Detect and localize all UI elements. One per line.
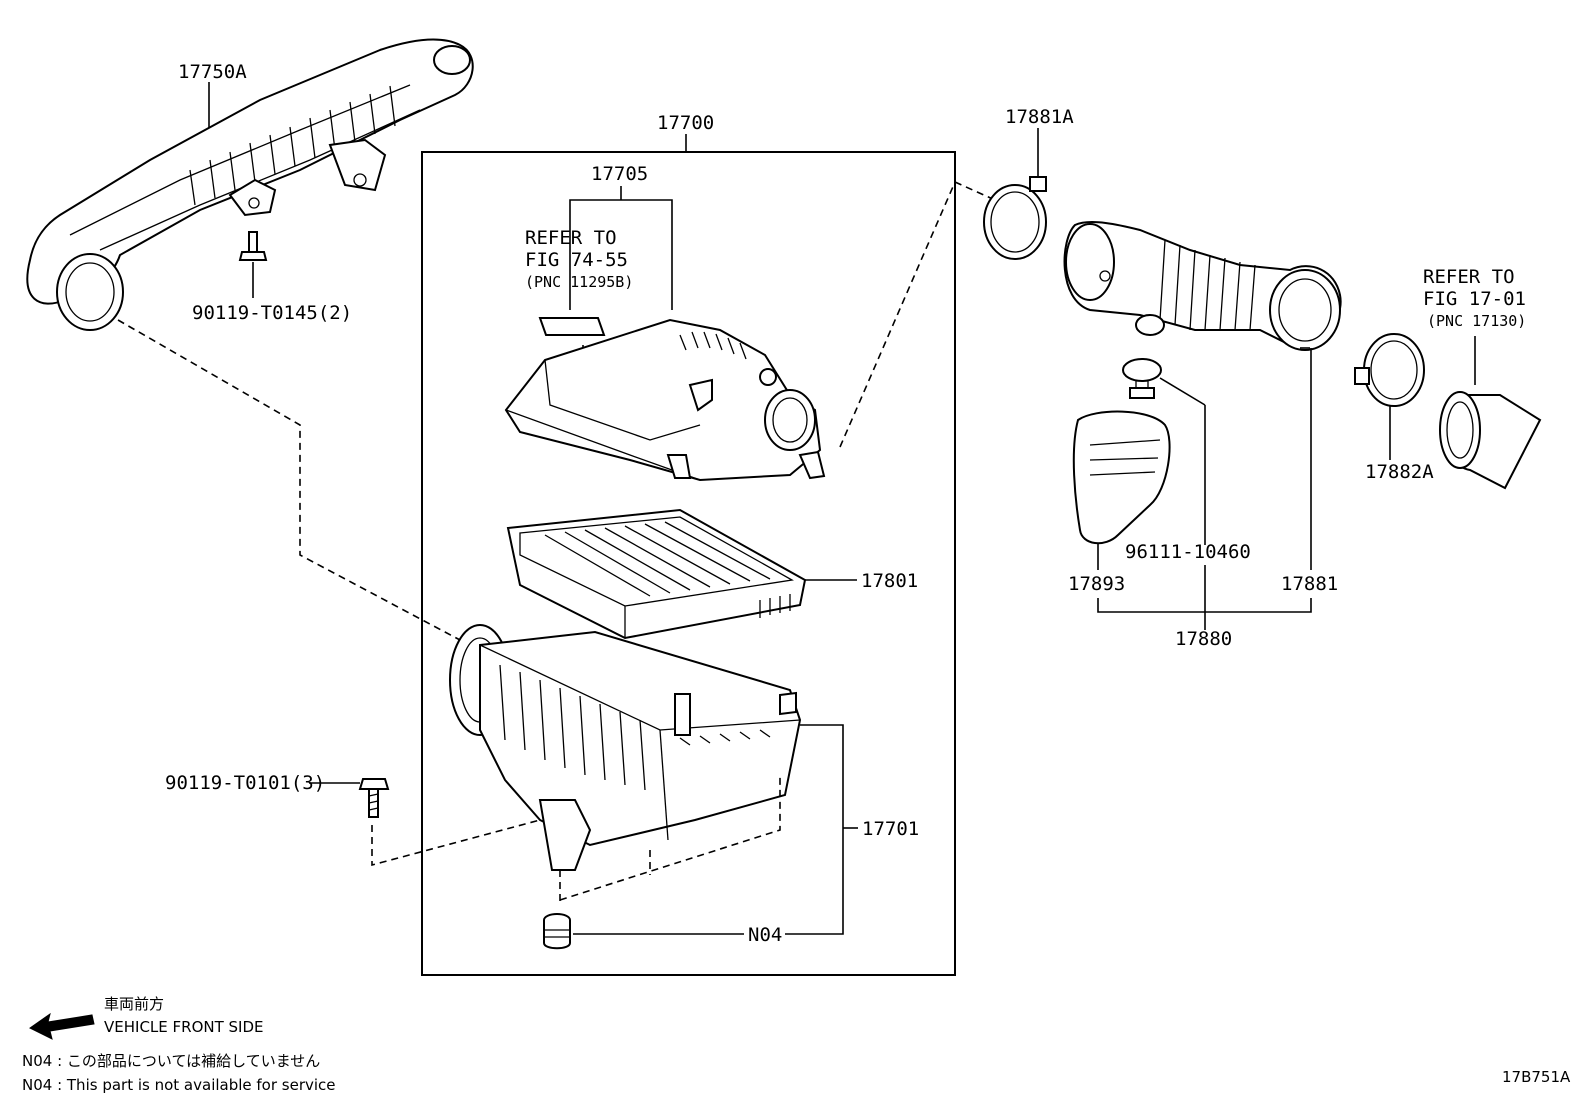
direction-jp: 車両前方	[104, 995, 164, 1013]
direction-en: VEHICLE FRONT SIDE	[104, 1018, 264, 1036]
cushion-n04[interactable]	[543, 913, 571, 950]
label-17750a: 17750A	[178, 61, 247, 83]
refer-right-line2: FIG 17-01	[1423, 288, 1526, 310]
refer-right-line3: (PNC 17130)	[1427, 312, 1526, 330]
note-en: N04 : This part is not available for ser…	[22, 1076, 336, 1094]
note-jp: N04 : この部品については補給していません	[22, 1052, 320, 1070]
refer-cap-line1: REFER TO	[525, 227, 617, 249]
air-outlet-hose[interactable]	[1063, 221, 1342, 351]
refer-cap-line2: FIG 74-55	[525, 249, 628, 271]
label-17700: 17700	[657, 112, 714, 134]
air-cleaner-case[interactable]	[449, 624, 802, 871]
hose-clamp-lower[interactable]	[1354, 333, 1425, 407]
hose-clamp-upper[interactable]	[983, 176, 1047, 260]
label-17701: 17701	[862, 818, 919, 840]
hose-clip[interactable]	[1122, 358, 1162, 399]
label-bolt-inlet: 90119-T0145(2)	[192, 302, 352, 324]
bolt-inlet-icon[interactable]	[238, 231, 268, 261]
air-resonator[interactable]	[1072, 410, 1171, 545]
bolt-case-icon[interactable]	[358, 778, 390, 818]
label-bolt-case: 90119-T0101(3)	[165, 772, 325, 794]
label-n04: N04	[748, 924, 782, 946]
label-17705: 17705	[591, 163, 648, 185]
air-filter-element[interactable]	[506, 508, 807, 640]
assembly-frame	[421, 151, 956, 976]
air-inlet-duct[interactable]	[26, 38, 474, 331]
figure-code: 17B751A	[1502, 1068, 1571, 1086]
refer-right-line1: REFER TO	[1423, 266, 1515, 288]
label-clip: 96111-10460	[1125, 541, 1251, 563]
label-17881a: 17881A	[1005, 106, 1074, 128]
refer-cap-line3: (PNC 11295B)	[525, 273, 633, 291]
label-17882a: 17882A	[1365, 461, 1434, 483]
throttle-body-duct	[1439, 391, 1542, 490]
label-17881: 17881	[1281, 573, 1338, 595]
front-direction-arrow-icon	[29, 1012, 95, 1040]
label-17893: 17893	[1068, 573, 1125, 595]
air-cleaner-cap[interactable]	[504, 318, 826, 482]
label-17801: 17801	[861, 570, 918, 592]
label-17880: 17880	[1175, 628, 1232, 650]
